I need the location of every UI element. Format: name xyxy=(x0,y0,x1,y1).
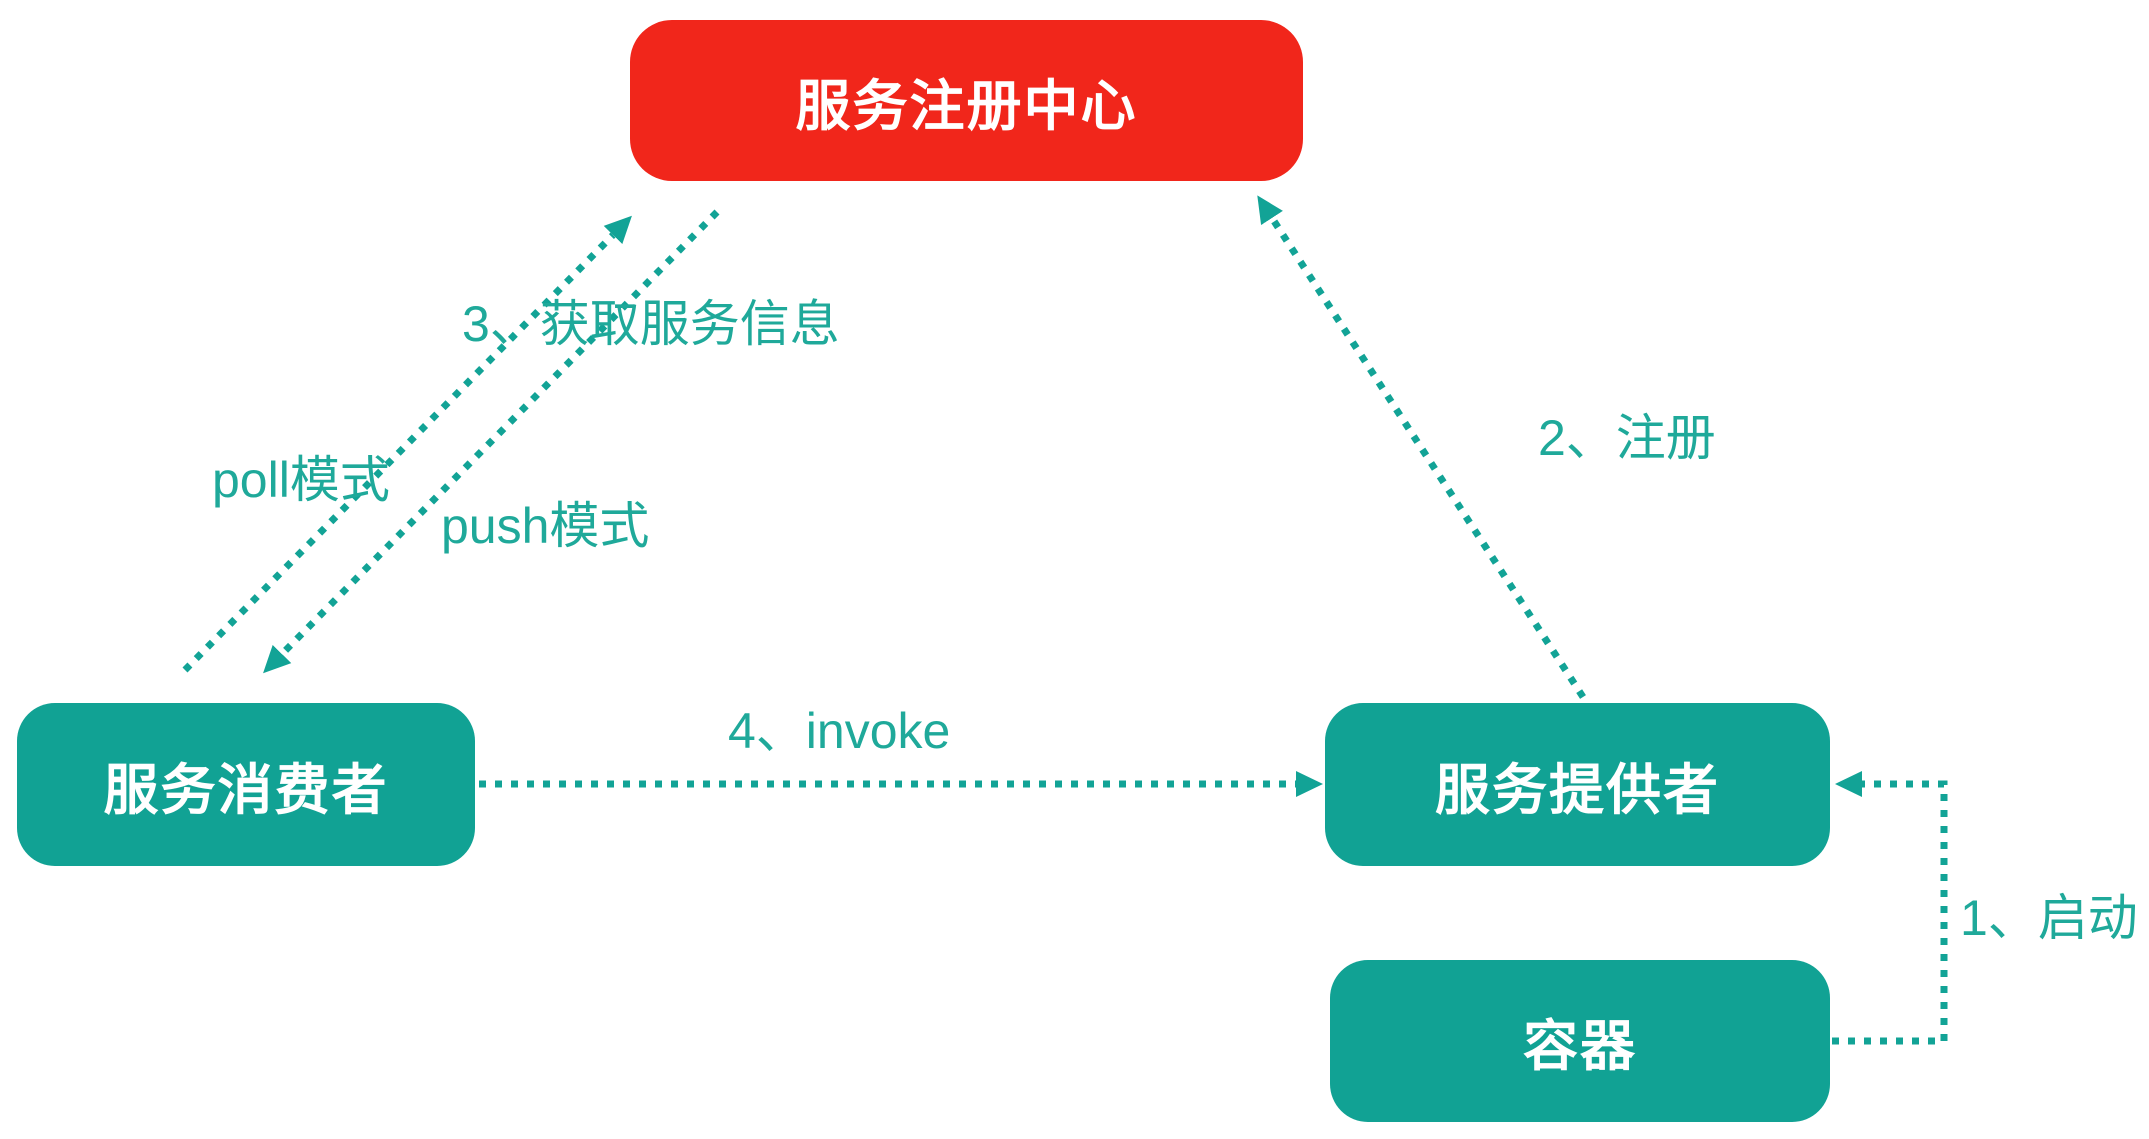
edge-label-poll-mode: poll模式 xyxy=(212,452,390,508)
node-service-consumer: 服务消费者 xyxy=(17,703,475,866)
edge-push-line xyxy=(263,209,720,674)
edge-label-invoke: 4、invoke xyxy=(728,703,951,759)
edge-label-push-mode: push模式 xyxy=(441,498,650,554)
node-service-registry: 服务注册中心 xyxy=(630,20,1303,181)
edge-label-start: 1、启动 xyxy=(1960,890,2138,946)
node-service-consumer-label: 服务消费者 xyxy=(103,758,389,821)
node-service-provider-label: 服务提供者 xyxy=(1434,758,1720,821)
node-container: 容器 xyxy=(1330,960,1830,1122)
edge-start-line xyxy=(1832,771,1948,1045)
node-container-label: 容器 xyxy=(1522,1015,1637,1077)
edge-label-fetch-service-info: 3、获取服务信息 xyxy=(462,296,840,352)
edge-label-register: 2、注册 xyxy=(1538,410,1716,466)
edge-register-line xyxy=(1257,195,1586,699)
node-service-registry-label: 服务注册中心 xyxy=(795,74,1138,137)
node-service-provider: 服务提供者 xyxy=(1325,703,1830,866)
